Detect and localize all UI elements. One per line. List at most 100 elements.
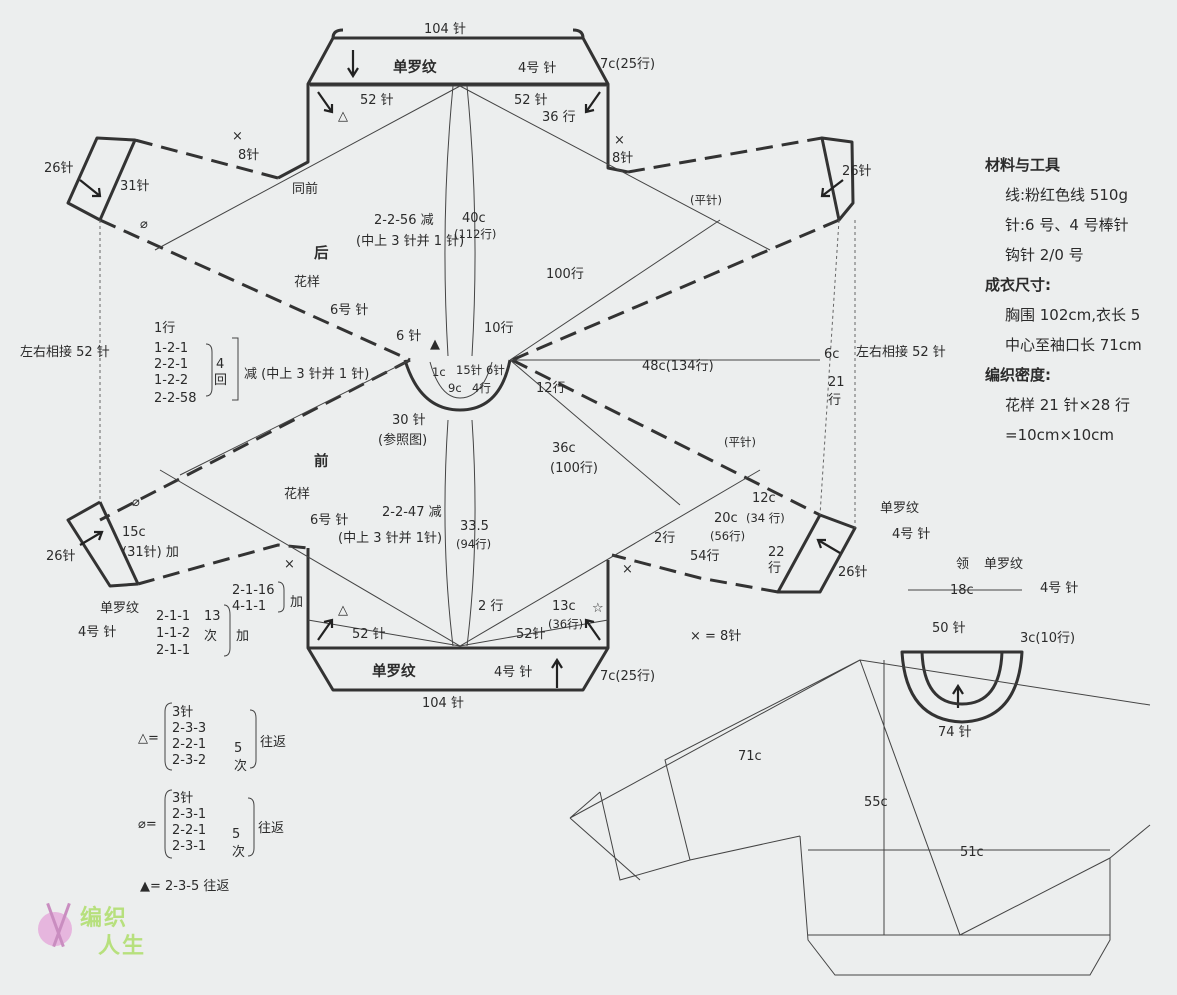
construction-lines xyxy=(154,85,820,647)
label-neck-seq1: 1-2-1 xyxy=(154,341,188,356)
label-bottom-36: (36行) xyxy=(548,617,583,631)
label-front-100: (100行) xyxy=(550,461,598,476)
label-collar-18c: 18c xyxy=(950,583,974,598)
label-bottom-7c: 7c(25行) xyxy=(600,669,655,684)
label-front-dec-note: (中上 3 针并 1针) xyxy=(338,531,442,546)
label-x8-left: 8针 xyxy=(238,148,259,163)
label-front-33: 33.5 xyxy=(460,519,489,534)
arrow-bottom xyxy=(551,657,563,688)
triangle-marker-tl: △ xyxy=(338,109,348,124)
neck-brace xyxy=(205,337,239,401)
logo-word-2: 人生 xyxy=(98,934,147,959)
label-sch-55c: 55c xyxy=(864,795,888,810)
label-needle6-front: 6号 针 xyxy=(310,513,348,528)
label-br-56: (56行) xyxy=(710,529,745,543)
front-sleeve-left-edge xyxy=(137,543,309,586)
label-left-join: 左右相接 52 针 xyxy=(20,344,110,360)
size-sleeve: 中心至袖口长 71cm xyxy=(1005,336,1142,354)
materials-hook: 钩针 2/0 号 xyxy=(1005,246,1084,264)
arrow-bl-corner xyxy=(317,618,334,641)
label-front-title: 前 xyxy=(314,452,329,470)
label-bl-31: (31针) 加 xyxy=(122,545,179,560)
legend-phi-3: 2-2-1 xyxy=(172,823,206,838)
label-front-dec: 2-2-47 减 xyxy=(382,505,442,520)
phi-marker-bl: ⌀ xyxy=(132,495,140,510)
cuff-bottom-right xyxy=(776,513,857,594)
size-chest: 胸围 102cm,衣长 5 xyxy=(1005,306,1141,324)
legend-phi-sym: ⌀= xyxy=(138,817,157,832)
collar-inner xyxy=(920,650,1004,706)
label-collar-needle4: 4号 针 xyxy=(1040,581,1078,596)
label-width-48: 48c(134行) xyxy=(642,359,714,374)
label-bottom-104: 104 针 xyxy=(422,696,464,711)
label-br-20c: 20c xyxy=(714,511,738,526)
gauge-title: 编织密度: xyxy=(985,366,1051,384)
gauge-value: 花样 21 针×28 行 xyxy=(1005,396,1131,414)
back-sleeve-right-edge xyxy=(627,136,823,174)
label-needle4-br: 4号 针 xyxy=(892,527,930,542)
label-31-tl: 31针 xyxy=(120,179,150,194)
legend-tri-brace xyxy=(164,702,257,771)
label-neck-seq3: 1-2-2 xyxy=(154,373,188,388)
label-x-eq: × = 8针 xyxy=(690,629,741,644)
label-top-52-left: 52 针 xyxy=(360,93,394,108)
label-stitch-6: 6 针 xyxy=(396,329,421,344)
centre-line-back xyxy=(444,85,476,357)
legend-tri-3: 2-2-1 xyxy=(172,737,206,752)
label-bottom-needle4: 4号 针 xyxy=(494,665,532,680)
materials-yarn: 线:粉红色线 510g xyxy=(1005,186,1128,204)
label-same-front: 同前 xyxy=(292,181,318,197)
guide-right xyxy=(819,219,856,528)
legend-tri-ci: 次 xyxy=(234,758,247,774)
label-plain-top: (平针) xyxy=(690,193,722,207)
arrow-bl-cuff xyxy=(79,530,104,546)
label-bottom-52-right: 52针 xyxy=(516,627,546,642)
label-right-21: 21 xyxy=(828,375,845,390)
label-top-36row: 36 行 xyxy=(542,110,576,125)
label-back-dec: 2-2-56 减 xyxy=(374,213,434,228)
legend-phi-back: 往返 xyxy=(258,821,284,836)
front-rib-band xyxy=(306,646,610,692)
label-row-2-b: 2 行 xyxy=(478,599,503,614)
label-pattern-back: 花样 xyxy=(294,274,320,290)
cuff-bottom-left-inner xyxy=(98,501,140,585)
label-collar-50: 50 针 xyxy=(932,621,966,636)
label-26-tr: 26针 xyxy=(842,164,872,179)
label-plain-bottom: (平针) xyxy=(724,435,756,449)
back-rib-band-curves xyxy=(331,28,585,39)
arrow-br-cuff xyxy=(816,538,841,554)
label-inc-b-13: 13 xyxy=(204,609,221,624)
arrow-top xyxy=(347,50,359,79)
label-neck-4: 4 xyxy=(216,357,224,372)
cross-marker-br: × xyxy=(622,562,633,577)
back-shoulder-left xyxy=(277,84,310,180)
centre-line-front xyxy=(444,419,476,647)
label-neck-15: 15针 xyxy=(456,363,482,377)
label-back-112: (112行) xyxy=(454,227,496,241)
cross-marker-tl: × xyxy=(232,129,243,144)
legend-tri-sym: △= xyxy=(138,731,159,746)
label-row-2-a: 2行 xyxy=(654,531,675,546)
site-logo: 编织 人生 xyxy=(38,898,158,978)
legend-tri-4: 2-3-2 xyxy=(172,753,206,768)
label-sch-51c: 51c xyxy=(960,845,984,860)
front-sleeve-right-edge xyxy=(611,553,779,594)
label-row-22: 22 xyxy=(768,545,785,560)
legend-phi-2: 2-3-1 xyxy=(172,807,206,822)
legend-phi-brace xyxy=(164,789,255,859)
label-top-rib: 单罗纹 xyxy=(393,58,437,76)
label-neck-hui: 回 xyxy=(214,373,227,388)
cuff-top-left xyxy=(66,136,137,222)
materials-panel: 材料与工具 线:粉红色线 510g 针:6 号、4 号棒针 钩针 2/0 号 成… xyxy=(985,150,1177,450)
legend-tri-back: 往返 xyxy=(260,735,286,750)
gauge-value-2: =10cm×10cm xyxy=(1005,426,1115,444)
label-rib-bl: 单罗纹 xyxy=(100,601,139,616)
label-neck-9c: 9c xyxy=(448,381,462,395)
label-see-diagram: (参照图) xyxy=(378,432,427,448)
label-inc-b2: 1-1-2 xyxy=(156,626,190,641)
label-inc-b3: 2-1-1 xyxy=(156,643,190,658)
label-back-40c: 40c xyxy=(462,211,486,226)
label-bl-15c: 15c xyxy=(122,525,146,540)
cuff-top-right xyxy=(820,136,855,222)
